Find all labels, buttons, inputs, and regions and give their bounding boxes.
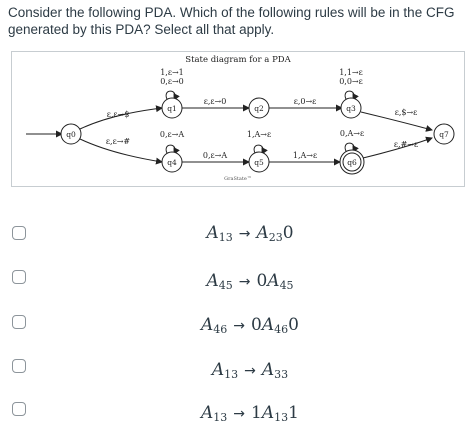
edge-q3-q7: [360, 111, 433, 132]
loop-q1: [165, 90, 180, 102]
label-q6-loop: 0,A→ε: [340, 129, 364, 138]
label-q5-loop: 1,A→ε: [247, 130, 271, 139]
svg-text:q2: q2: [254, 104, 264, 113]
option-1[interactable]: A13→A230: [0, 223, 474, 257]
label-q0-q1: ε,ε→$: [107, 110, 130, 119]
label-q4-loop: 0,ε→A: [160, 130, 184, 139]
option-4[interactable]: A13→A33: [0, 354, 474, 388]
loop-q6: [344, 142, 359, 154]
pda-state-diagram: State diagram for a PDA q0 q1 q2: [11, 51, 465, 187]
rule-option-5: A13→1A131: [201, 403, 299, 424]
option-2[interactable]: A45→0A45: [0, 265, 474, 299]
label-q3-loop-1: 1,1→ε: [339, 68, 363, 77]
label-q4-q5: 0,ε→A: [203, 151, 227, 160]
label-q1-loop-1: 1,ε→1: [160, 68, 184, 77]
option-3[interactable]: A46→0A460: [0, 311, 474, 345]
checkbox-option-3[interactable]: [12, 315, 26, 329]
label-q5-q6: 1,A→ε: [293, 151, 317, 160]
state-q0: q0: [60, 123, 82, 145]
label-q3-loop-2: 0,0→ε: [339, 77, 363, 86]
svg-text:q3: q3: [346, 104, 356, 113]
svg-text:q0: q0: [66, 130, 76, 139]
diagram-title: State diagram for a PDA: [185, 55, 291, 65]
loop-q5: [253, 144, 268, 156]
state-q4: q4: [161, 151, 183, 173]
label-q2-q3: ε,0→ε: [294, 97, 317, 106]
edge-q0-q4: [79, 138, 163, 165]
watermark: GraState™: [224, 176, 252, 182]
state-q3: q3: [340, 97, 362, 119]
state-q5: q5: [248, 151, 270, 173]
state-q2: q2: [248, 97, 270, 119]
label-q3-q7: ε,$→ε: [395, 108, 418, 117]
state-q6-accept: q6: [339, 149, 365, 175]
edge-q0-q1: [79, 105, 163, 130]
rule-option-1: A13→A230: [206, 223, 294, 244]
checkbox-option-5[interactable]: [12, 402, 26, 416]
state-q7: q7: [433, 123, 455, 145]
checkbox-option-4[interactable]: [12, 359, 26, 373]
checkbox-option-1[interactable]: [12, 226, 26, 240]
option-5[interactable]: A13→1A131: [0, 396, 474, 430]
rule-option-2: A45→0A45: [206, 271, 294, 292]
svg-text:q7: q7: [439, 130, 449, 139]
state-q1: q1: [161, 97, 183, 119]
svg-text:q5: q5: [254, 158, 264, 167]
svg-text:q1: q1: [167, 104, 177, 113]
label-q6-q7: ε,#→ε: [394, 140, 418, 149]
svg-text:q4: q4: [167, 158, 177, 167]
loop-q3: [344, 90, 359, 102]
svg-text:q6: q6: [347, 158, 357, 167]
label-q0-q4: ε,ε→#: [106, 137, 131, 146]
rule-option-4: A13→A33: [211, 360, 289, 381]
question-text: Consider the following PDA. Which of the…: [8, 5, 455, 37]
loop-q4: [165, 144, 180, 156]
checkbox-option-2[interactable]: [12, 270, 26, 284]
label-q1-loop-2: 0,ε→0: [160, 77, 184, 86]
edge-q6-q7: [362, 136, 433, 159]
label-q1-q2: ε,ε→0: [204, 97, 227, 106]
rule-option-3: A46→0A460: [201, 315, 299, 336]
